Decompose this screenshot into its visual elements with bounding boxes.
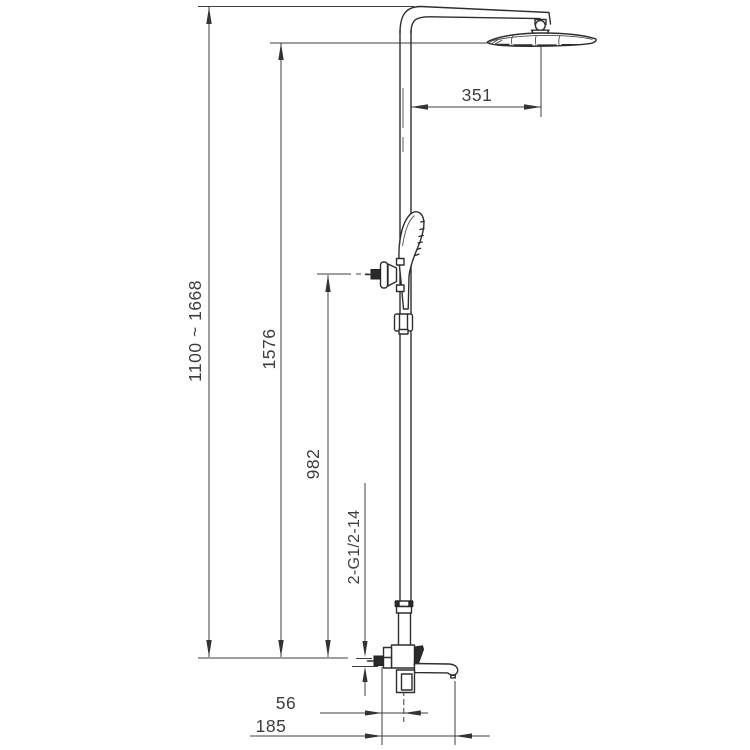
pipe-collar-lower xyxy=(395,605,413,614)
arrow-down-icon xyxy=(278,640,284,657)
head-left-hatch xyxy=(488,39,503,45)
head-top-face-line xyxy=(490,34,593,42)
dimension-head-offset: 351 xyxy=(411,85,541,110)
holder-tab-upper xyxy=(395,257,405,266)
collar-nub-left xyxy=(394,601,400,607)
knob-stem-block xyxy=(370,269,381,280)
arm-outline xyxy=(420,5,552,25)
knob-cone xyxy=(387,263,398,287)
hand-shower-wand xyxy=(398,211,425,310)
arrow-down-icon xyxy=(206,640,212,657)
dimension-height-range: 1100 ~ 1668 xyxy=(185,7,212,657)
dimension-inlet-thread: 2-G1/2-14 xyxy=(346,483,368,696)
hand-shower-nozzles xyxy=(414,220,425,257)
arrow-right-icon xyxy=(365,733,382,739)
clamp-splits xyxy=(398,313,409,332)
valve-body xyxy=(390,644,416,669)
arrow-right-icon xyxy=(524,104,541,110)
riser-pipe xyxy=(394,5,432,646)
overhead-shower-head xyxy=(486,32,597,47)
collar-nub-right xyxy=(408,601,414,607)
pipe-bend-inner xyxy=(410,16,432,34)
dim-label-185: 185 xyxy=(256,716,287,736)
dim-label-351: 351 xyxy=(462,85,493,105)
pipe-bend-outer xyxy=(399,5,422,34)
escutcheon-inner xyxy=(400,673,413,691)
valve-lever-handle xyxy=(413,645,425,667)
dimension-spout-setback: 56 xyxy=(276,693,428,716)
arrow-up-icon xyxy=(206,7,212,24)
dimension-spout-reach: 185 xyxy=(250,716,490,739)
arrow-up-icon xyxy=(362,666,368,682)
dim-label-56: 56 xyxy=(276,693,296,713)
arrow-left-icon xyxy=(455,733,472,739)
spout-outlet xyxy=(450,674,456,679)
dimension-hand-shower-height: 982 xyxy=(303,275,331,657)
holder-tab-lower xyxy=(395,284,405,293)
lower-pipe-walls xyxy=(397,612,412,646)
arrow-up-icon xyxy=(325,275,331,292)
arrow-down-icon xyxy=(325,640,331,657)
dimension-overhead-height: 1576 xyxy=(259,43,284,657)
clamp-foot xyxy=(398,328,409,335)
knob-flange xyxy=(379,261,389,289)
arrow-right-icon xyxy=(365,710,382,716)
slider-clamp xyxy=(393,313,414,335)
head-panel-lines xyxy=(510,35,561,46)
arrow-left-icon xyxy=(411,104,428,110)
hand-shower-face-line xyxy=(402,215,415,247)
clamp-body xyxy=(393,313,414,332)
shower-arm xyxy=(420,5,552,26)
spout-body xyxy=(413,662,459,676)
bath-spout xyxy=(413,662,459,679)
valve-inlet-block xyxy=(373,655,384,666)
wall-escutcheon xyxy=(395,669,416,694)
dim-label-982: 982 xyxy=(303,449,323,480)
hand-shower xyxy=(398,211,425,310)
extension-lines xyxy=(198,6,542,745)
dim-label-height-range: 1100 ~ 1668 xyxy=(185,280,205,382)
mixer-valve xyxy=(366,644,425,669)
arrow-up-icon xyxy=(278,43,284,60)
head-nozzle-rows xyxy=(496,43,579,46)
arrow-left-icon xyxy=(403,710,421,716)
dim-label-inlet-thread: 2-G1/2-14 xyxy=(346,510,363,585)
dim-label-1576: 1576 xyxy=(259,329,279,370)
wall-reference-line xyxy=(198,657,372,659)
arrow-down-icon xyxy=(362,641,368,657)
ball-joint-sphere xyxy=(534,19,546,32)
diverter-knob xyxy=(364,257,405,293)
